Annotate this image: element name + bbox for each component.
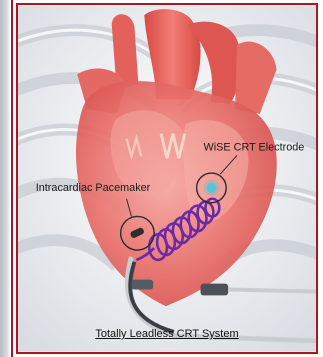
battery-unit bbox=[201, 284, 229, 296]
figure-caption: Totally Leadless CRT System bbox=[18, 328, 316, 340]
pulse-generator bbox=[131, 280, 153, 290]
pacemaker-label: Intracardiac Pacemaker bbox=[36, 182, 151, 194]
adjacent-panel-edge bbox=[0, 0, 13, 357]
figure-panel: WiSE CRT Electrode Intracardiac Pacemake… bbox=[16, 3, 318, 354]
electrode-label: WiSE CRT Electrode bbox=[204, 141, 305, 153]
heart-illustration: WiSE CRT Electrode Intracardiac Pacemake… bbox=[18, 5, 316, 352]
